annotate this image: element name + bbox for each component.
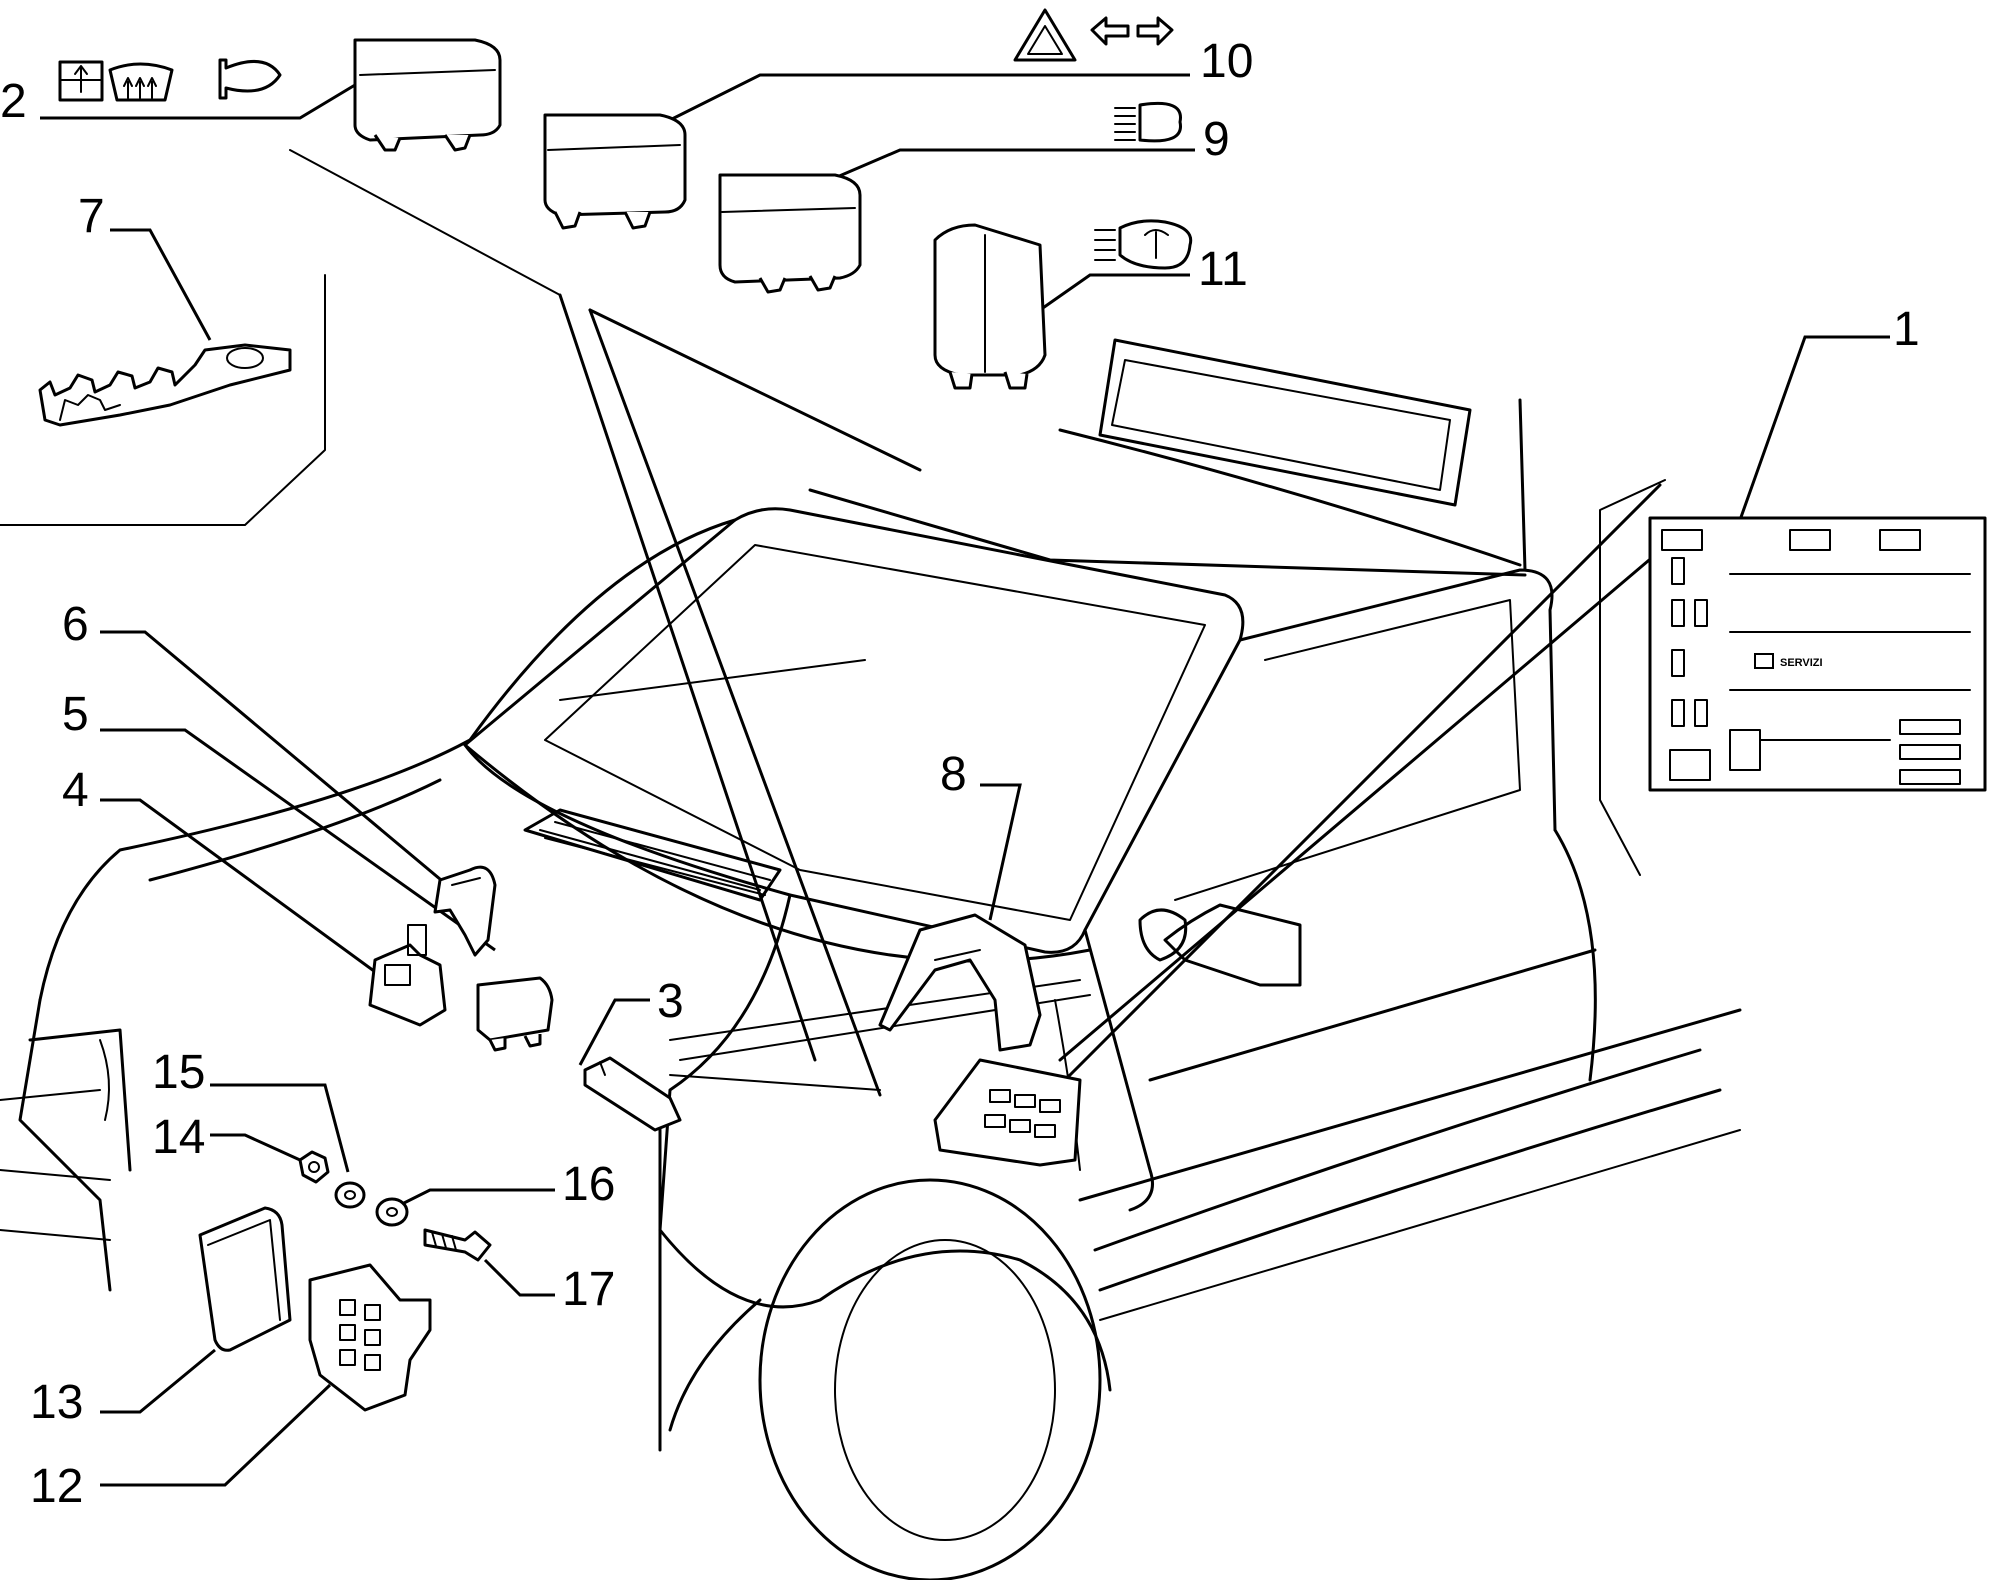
callout-15: 15 [152, 1046, 205, 1099]
callout-labels: 1 2 3 4 5 6 7 8 9 10 11 12 13 14 15 16 1… [0, 35, 1920, 1513]
relay-9 [718, 173, 862, 294]
part-17-screw [423, 1228, 492, 1262]
callout-3: 3 [657, 975, 684, 1028]
horn-icon [218, 58, 282, 100]
callout-4: 4 [62, 764, 89, 817]
part-15-washer [334, 1181, 366, 1209]
callout-8: 8 [940, 748, 967, 801]
fuse-box-servizi-label: SERVIZI [1780, 657, 1823, 669]
relay-2 [353, 38, 502, 152]
part-6-clip [433, 865, 497, 957]
callout-7: 7 [78, 190, 105, 243]
fog-light-icon [1094, 219, 1193, 270]
callout-16: 16 [562, 1158, 615, 1211]
hazard-icon [1013, 8, 1077, 62]
part-5-relay [476, 976, 554, 1052]
callout-1: 1 [1893, 303, 1920, 356]
part-12-fusebox [308, 1263, 432, 1412]
callout-13: 13 [30, 1376, 83, 1429]
part-7-bracket [38, 343, 292, 427]
rear-defrost-icon [108, 62, 174, 102]
callout-12: 12 [30, 1460, 83, 1513]
headlight-icon [1114, 101, 1182, 143]
part-13-cover [198, 1206, 292, 1352]
relay-10 [543, 113, 687, 230]
callout-14: 14 [152, 1111, 205, 1164]
window-lift-icon [58, 60, 104, 102]
callout-2: 2 [0, 75, 27, 128]
callout-6: 6 [62, 598, 89, 651]
callout-11: 11 [1198, 243, 1248, 296]
part-8-bracket [878, 913, 1042, 1052]
relay-11 [933, 223, 1047, 390]
part-16-washer [375, 1197, 409, 1227]
fuse-box-panel: SERVIZI [1648, 516, 1987, 792]
part-14-nut [298, 1150, 330, 1184]
part-3-fuse [583, 1056, 682, 1132]
turn-signal-icon [1090, 16, 1174, 46]
part-4-holder [368, 924, 447, 1027]
callout-5: 5 [62, 688, 89, 741]
car-body-outline [0, 338, 1742, 1580]
callout-17: 17 [562, 1263, 615, 1316]
fuse-box-small [933, 1058, 1082, 1167]
callout-10: 10 [1200, 35, 1253, 88]
callout-9: 9 [1203, 113, 1230, 166]
leader-lines [0, 73, 1890, 1487]
